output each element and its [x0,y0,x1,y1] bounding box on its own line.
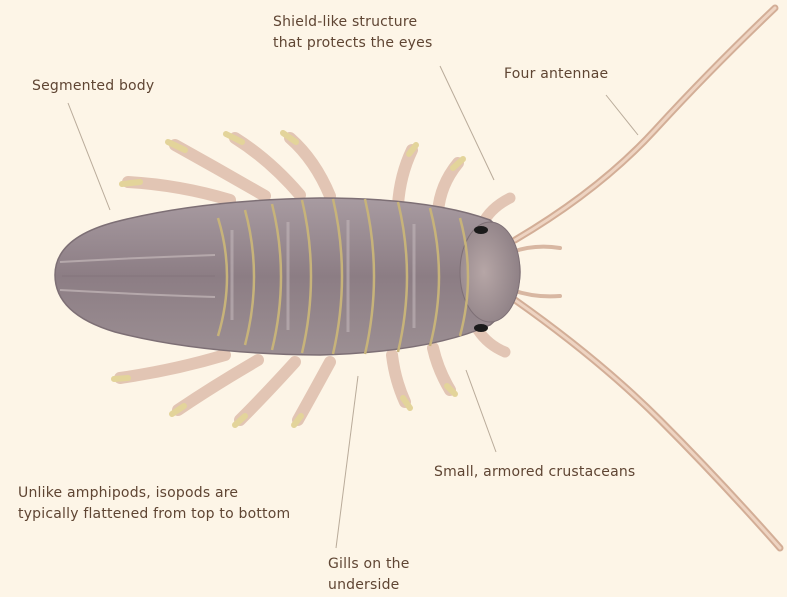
label-flattened: Unlike amphipods, isopods are typically … [18,483,290,525]
leader-gills [336,376,358,548]
eye-top [474,226,488,234]
label-segmented-text: Segmented body [32,76,154,97]
leader-shield [440,66,494,180]
leader-antennae [606,95,638,135]
antenna-long-upper [515,8,775,240]
label-gills: Gills on the underside [328,554,410,596]
label-antennae-text: Four antennae [504,64,608,85]
label-shield-structure: Shield-like structure that protects the … [273,12,432,54]
antenna-short-upper [512,247,560,252]
antenna-long-lower [515,300,780,548]
leader-armored [466,370,496,452]
label-antennae: Four antennae [504,64,608,85]
label-shield-line2: that protects the eyes [273,33,432,54]
label-shield-line1: Shield-like structure [273,12,432,33]
leader-segmented [68,103,110,210]
label-gills-line2: underside [328,575,410,596]
label-armored-text: Small, armored crustaceans [434,462,635,483]
isopod-body [55,198,520,355]
label-gills-line1: Gills on the [328,554,410,575]
label-flattened-line1: Unlike amphipods, isopods are [18,483,290,504]
antenna-short-lower [512,290,560,296]
eye-bottom [474,324,488,332]
label-armored: Small, armored crustaceans [434,462,635,483]
label-flattened-line2: typically flattened from top to bottom [18,504,290,525]
label-segmented-body: Segmented body [32,76,154,97]
